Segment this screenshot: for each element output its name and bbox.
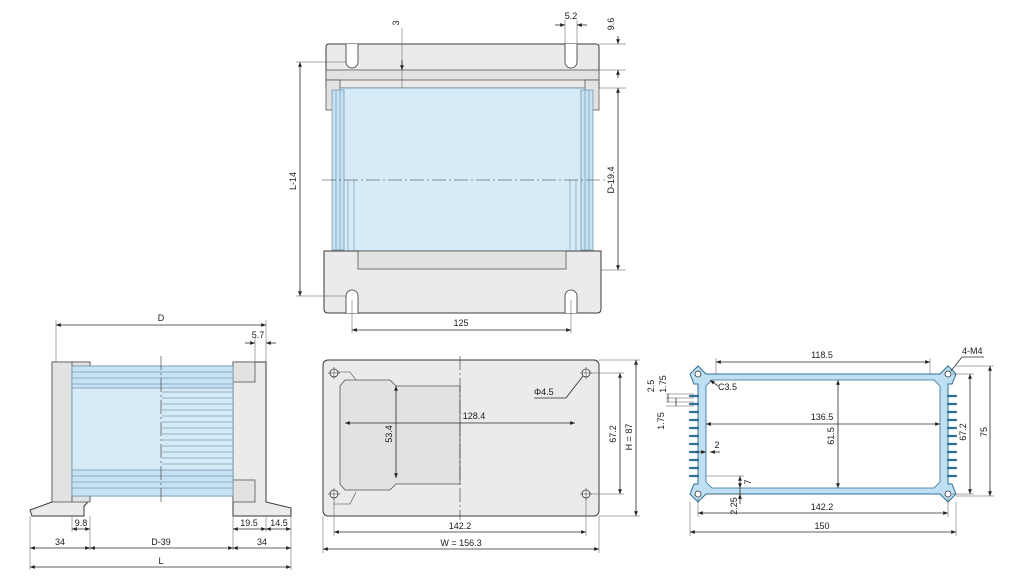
dim-prof-75: 75 — [979, 427, 989, 437]
dim-prof-136-5: 136.5 — [811, 412, 834, 422]
dim-front-W: W = 156.3 — [440, 538, 481, 548]
dim-front-142-2: 142.2 — [449, 521, 472, 531]
dim-side-d39: D-39 — [151, 537, 171, 547]
dim-side-19-5: 19.5 — [240, 518, 258, 528]
dim-top-gap: 3 — [391, 20, 401, 25]
profile-section-view: 118.5 4-M4 2.5 1.75 C3.5 1.75 136.5 61.5… — [646, 346, 994, 536]
dim-top-slot-pitch: 125 — [453, 318, 468, 328]
dim-front-67-2: 67.2 — [608, 425, 618, 443]
dim-side-9-8: 9.8 — [75, 518, 88, 528]
profile-cavity — [705, 379, 941, 489]
dim-side-step: 5.7 — [252, 330, 265, 340]
top-view-panel — [339, 87, 586, 252]
side-view-fins — [162, 391, 233, 465]
side-view: D 5.7 9.8 19.5 14.5 34 D-39 34 L — [29, 313, 292, 570]
dim-prof-61-5: 61.5 — [826, 427, 836, 445]
dim-prof-118-5: 118.5 — [811, 350, 833, 360]
dim-side-depth: D — [158, 313, 165, 323]
dim-prof-c3-5: C3.5 — [718, 382, 737, 392]
top-view-slot-upper-left — [345, 44, 359, 69]
front-view: Φ4.5 128.4 53.4 67.2 H = 87 142.2 W = 15… — [322, 356, 640, 553]
dim-top-length: L-14 — [288, 172, 298, 190]
profile-boss-tl — [694, 370, 702, 378]
top-view-slot-upper-right — [564, 44, 578, 69]
dim-prof-7: 7 — [743, 479, 753, 484]
dim-prof-1-75b: 1.75 — [656, 412, 666, 430]
profile-fins-right — [946, 394, 958, 478]
dim-side-34-right: 34 — [257, 537, 267, 547]
dim-prof-67-2: 67.2 — [958, 423, 968, 441]
profile-boss-bl — [694, 490, 702, 498]
dim-side-L: L — [158, 556, 163, 566]
dim-front-hole: Φ4.5 — [534, 387, 554, 397]
dim-side-34-left: 34 — [55, 537, 65, 547]
dim-prof-1-75a: 1.75 — [658, 375, 668, 393]
front-view-recess — [339, 379, 461, 491]
dim-prof-4m4: 4-M4 — [962, 346, 983, 356]
dim-top-edge: 9.6 — [606, 18, 616, 31]
dim-side-14-5: 14.5 — [270, 518, 288, 528]
top-view: 3 5.2 9.6 L-14 D-19.4 125 — [288, 11, 626, 333]
dim-prof-150: 150 — [814, 521, 829, 531]
dim-front-53-4: 53.4 — [384, 425, 394, 443]
dim-prof-2: 2 — [714, 440, 719, 450]
top-view-upper-cap — [325, 43, 600, 89]
dim-front-H: H = 87 — [624, 424, 634, 451]
dim-top-depth: D-19.4 — [606, 166, 616, 193]
dim-prof-2-25: 2.25 — [729, 497, 739, 515]
dim-prof-2-5: 2.5 — [646, 380, 656, 393]
dim-top-slot: 5.2 — [565, 11, 578, 21]
dim-prof-142-2: 142.2 — [811, 502, 834, 512]
profile-boss-tr — [944, 370, 952, 378]
profile-fins-left — [688, 394, 700, 478]
dim-front-128-4: 128.4 — [463, 411, 486, 421]
profile-boss-br — [944, 490, 952, 498]
